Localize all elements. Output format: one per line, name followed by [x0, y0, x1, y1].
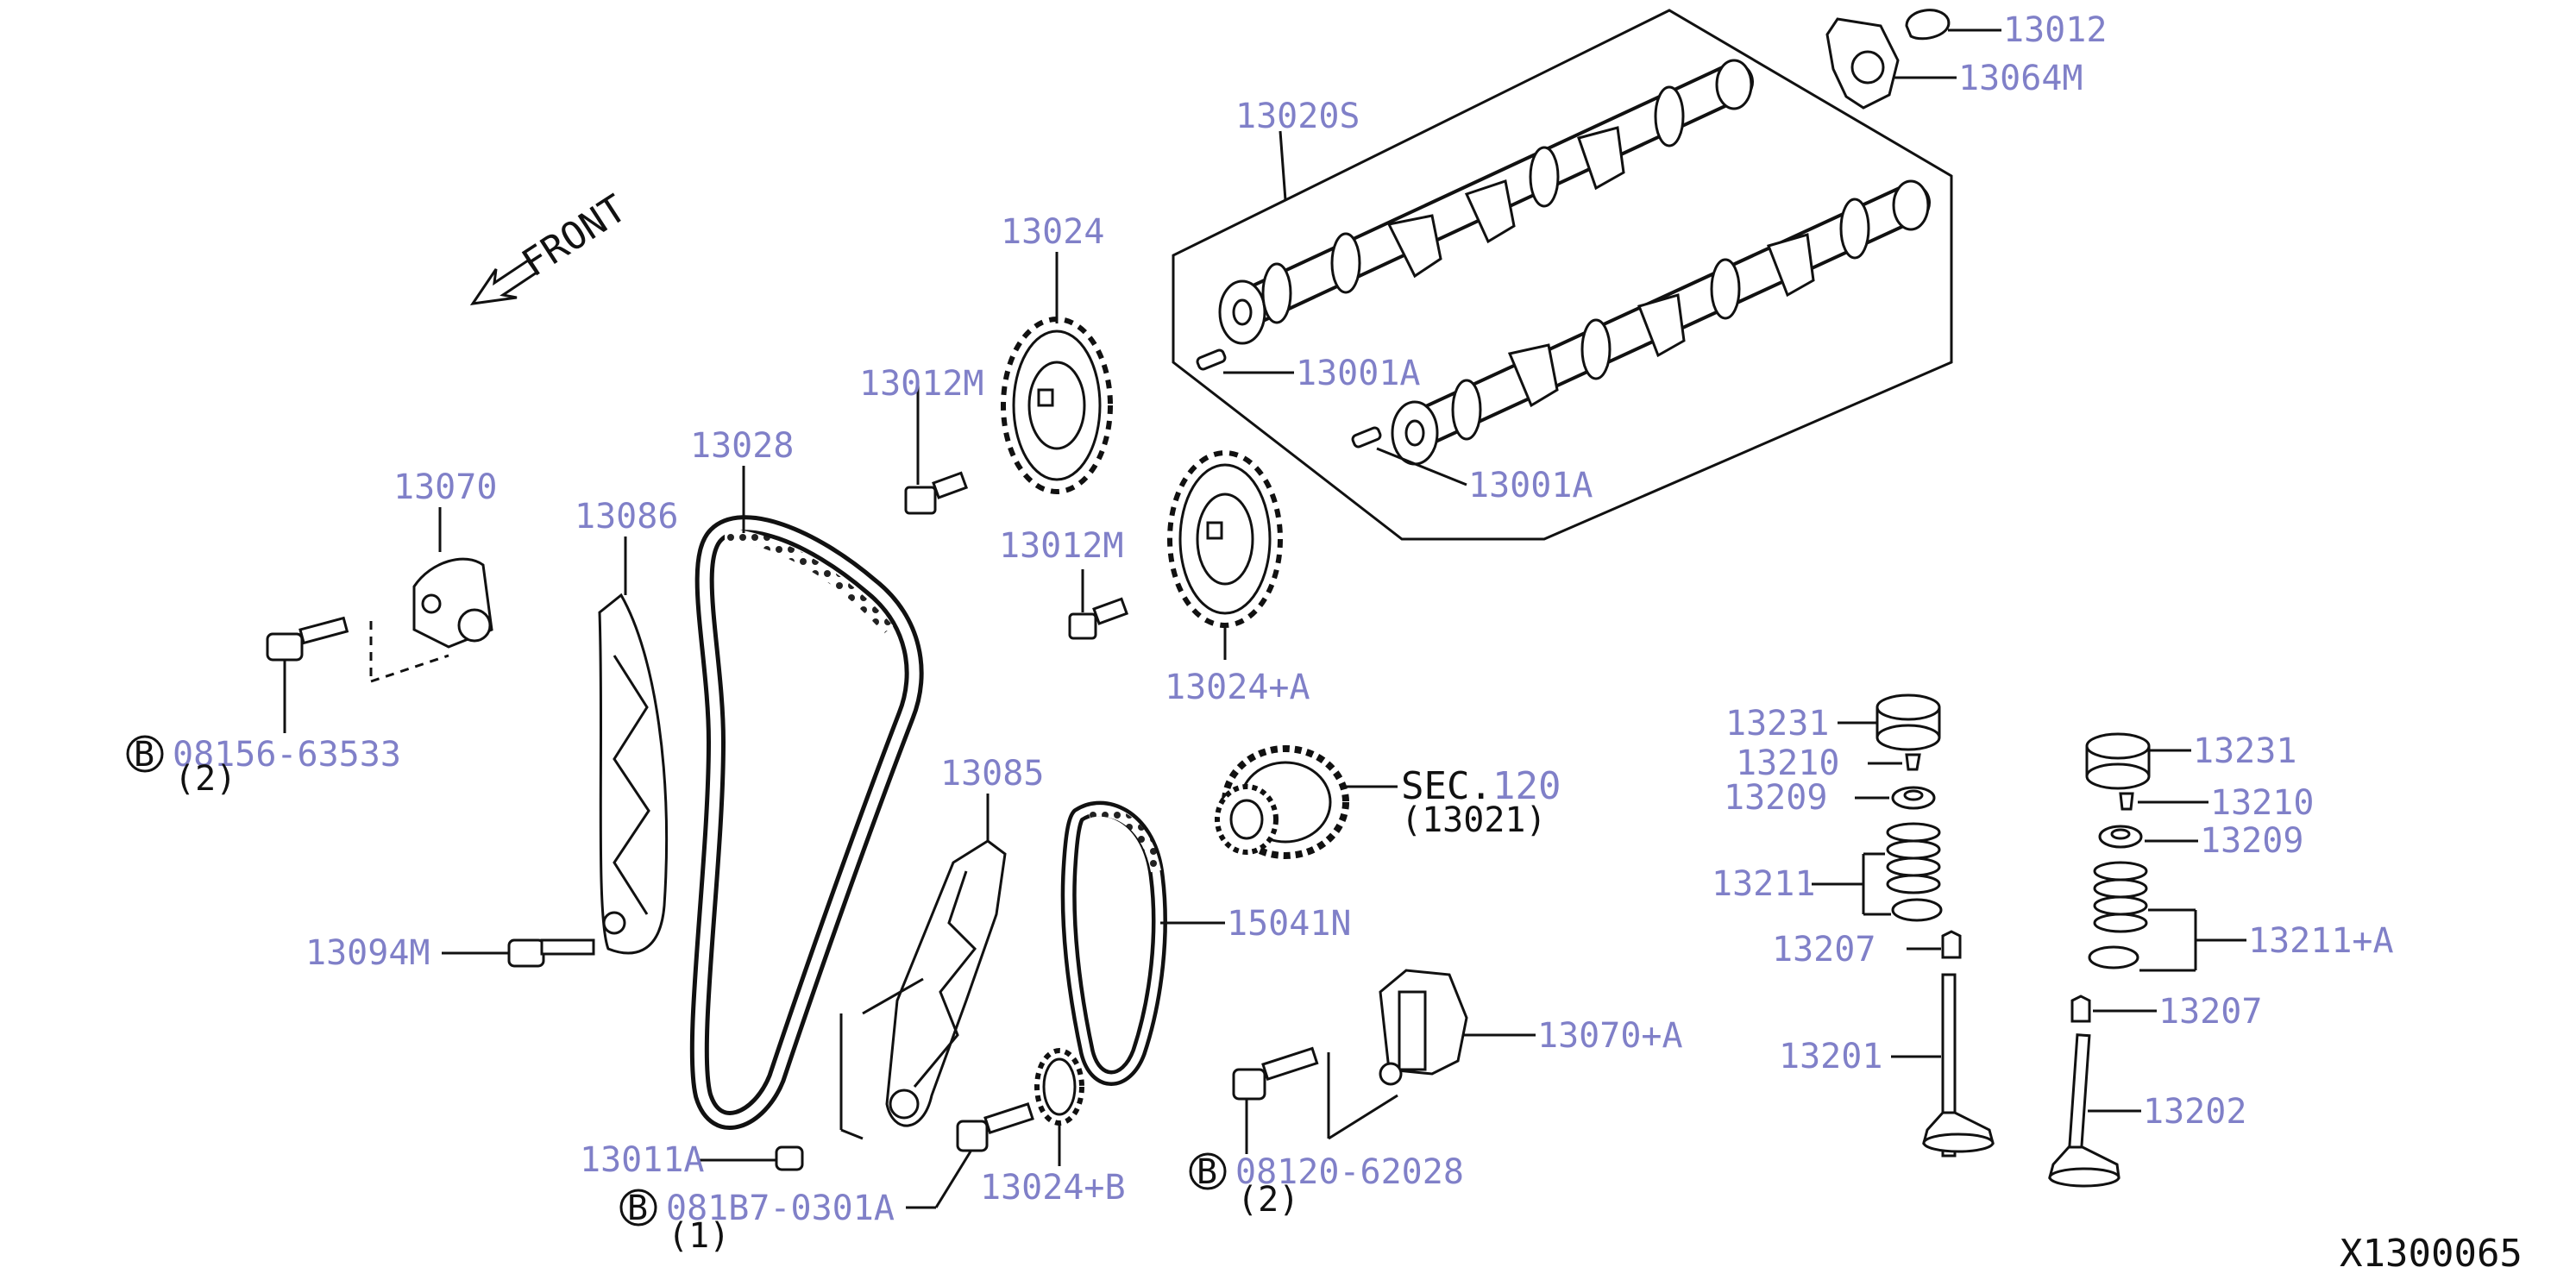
oil-pump-chain-15041N: [1060, 800, 1225, 1086]
bolt-13012M-lower: [1068, 569, 1129, 640]
sprocket-13024-label: 13024: [1001, 212, 1104, 252]
bolt-08120-label: 08120-62028: [1235, 1152, 1464, 1192]
valve-collet-left-label: 13210: [1736, 744, 1839, 783]
bolt-08120: [1232, 1046, 1398, 1154]
oil-pump-gear: [1215, 745, 1398, 859]
sprocket-13024A-label: 13024+A: [1165, 668, 1310, 707]
valve-collet-right: [2119, 792, 2208, 811]
circled-b-icon: B: [619, 1189, 657, 1228]
camshaft-pin-upper-label: 13001A: [1296, 354, 1421, 393]
front-arrow-icon: [469, 258, 539, 305]
chain-guide-13086-label: 13086: [575, 497, 678, 536]
valve-seal-left-label: 13207: [1772, 930, 1875, 969]
camshaft-sprocket-13024: [1001, 252, 1113, 494]
valve-seal-right-label: 13207: [2158, 992, 2262, 1032]
valve-lifter-right-label: 13231: [2193, 731, 2296, 771]
valve-retainer-left: [1855, 786, 1936, 810]
cover-13012-label: 13012: [2003, 10, 2107, 50]
valve-lifter-left-label: 13231: [1725, 704, 1829, 744]
camshaft-pin-upper: [1196, 348, 1294, 374]
bolt-08156-qty: (2): [174, 759, 236, 799]
valve-spring-right: [2088, 861, 2246, 972]
crank-sprocket-13024B-label: 13024+B: [980, 1168, 1126, 1208]
valve-spring-right-label: 13211+A: [2248, 921, 2394, 961]
diagram-id: X1300065: [2340, 1232, 2523, 1276]
svg-text:B: B: [627, 1189, 648, 1228]
bolt-13011A: [699, 1145, 804, 1171]
bolt-08156-label: 08156-63533: [173, 735, 401, 775]
front-label: FRONT: [514, 186, 634, 285]
valve-exhaust-13202: [2048, 1033, 2141, 1188]
chain-guide-13085: [839, 794, 1007, 1140]
valve-spring-left: [1812, 822, 1943, 922]
crank-sprocket-13024B: [1034, 1048, 1084, 1166]
chain-tensioner-13070A: [1379, 969, 1536, 1086]
bolt-13012M-upper: [904, 384, 969, 515]
oil-pump-chain-label: 15041N: [1227, 904, 1352, 944]
sec-label: SEC.120: [1401, 764, 1561, 808]
camshaft-pin-lower-label: 13001A: [1468, 466, 1593, 505]
valve-collet-right-label: 13210: [2210, 783, 2314, 823]
bolt-13012M-lower-label: 13012M: [999, 526, 1124, 566]
valve-retainer-right-label: 13209: [2200, 821, 2303, 861]
camshaft-sprocket-13024A: [1167, 450, 1283, 660]
camshaft-bracket: [1172, 9, 1953, 541]
valve-retainer-right: [2098, 825, 2198, 849]
chain-tensioner-13070-label: 13070: [393, 467, 497, 507]
sec-sub-label: (13021): [1401, 800, 1547, 840]
valve-retainer-left-label: 13209: [1724, 778, 1827, 818]
bolt-13094M-label: 13094M: [305, 933, 430, 973]
timing-chain-13028: [689, 466, 924, 1130]
chain-tensioner-13070A-label: 13070+A: [1537, 1016, 1683, 1056]
svg-text:B: B: [134, 735, 154, 775]
bolt-13094M: [442, 938, 595, 968]
camshaft-set-label: 13020S: [1235, 97, 1360, 136]
bolt-081B7: [906, 1102, 1034, 1209]
camshaft-lower: [1391, 179, 1931, 466]
valve-collet-left: [1868, 753, 1921, 771]
valve-seal-left: [1907, 930, 1962, 959]
bolt-08156: [266, 616, 449, 733]
valve-intake-label: 13201: [1779, 1037, 1882, 1076]
timing-chain-13028-label: 13028: [690, 426, 794, 466]
timing-plate-label: 13064M: [1958, 59, 2083, 98]
timing-plate-13064M: [1825, 17, 1957, 110]
bolt-13011A-label: 13011A: [580, 1140, 705, 1180]
bolt-081B7-label: 081B7-0301A: [666, 1189, 895, 1228]
valve-exhaust-label: 13202: [2143, 1092, 2246, 1132]
valve-intake-13201: [1891, 973, 1995, 1158]
valve-seal-right: [2070, 995, 2157, 1023]
chain-guide-13086: [598, 536, 669, 955]
bolt-13012M-upper-label: 13012M: [859, 364, 984, 404]
bolt-08120-qty: (2): [1237, 1180, 1299, 1220]
valve-lifter-right: [2085, 732, 2191, 790]
circled-b-icon: B: [126, 735, 164, 775]
svg-text:B: B: [1197, 1152, 1217, 1192]
chain-tensioner-13070: [412, 507, 493, 649]
chain-guide-13085-label: 13085: [940, 754, 1044, 794]
valve-lifter-left: [1838, 693, 1941, 751]
camshaft-upper: [1205, 59, 1754, 364]
circled-b-icon: B: [1189, 1152, 1227, 1192]
camshaft-pin-lower: [1351, 426, 1467, 486]
valve-spring-left-label: 13211: [1712, 864, 1815, 904]
bolt-081B7-qty: (1): [668, 1216, 730, 1256]
cover-13012: [1905, 9, 2001, 41]
